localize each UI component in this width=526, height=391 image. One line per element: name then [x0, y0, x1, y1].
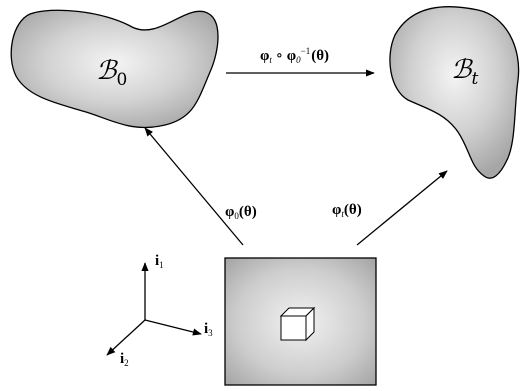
label-map-right: φt(θ) — [332, 202, 362, 219]
label-axis-i3: i3 — [204, 321, 213, 338]
current-body-shape — [389, 6, 520, 179]
label-axis-i2: i2 — [120, 351, 129, 368]
label-axis-i1: i1 — [155, 253, 164, 270]
axis-i3-arrow — [144, 319, 202, 336]
label-map-left: φ0(θ) — [225, 204, 257, 221]
reference-body-shape — [10, 9, 219, 129]
axis-i2-arrow — [106, 319, 146, 356]
label-current-body: ℬt — [451, 55, 479, 89]
label-map-top: φt ∘ φ0−1(θ) — [260, 46, 330, 65]
arrow-domain-to-b0 — [144, 127, 244, 246]
unit-cube-icon — [279, 306, 316, 342]
label-reference-body: ℬ0 — [96, 56, 128, 90]
arrow-domain-to-bt — [356, 170, 448, 246]
